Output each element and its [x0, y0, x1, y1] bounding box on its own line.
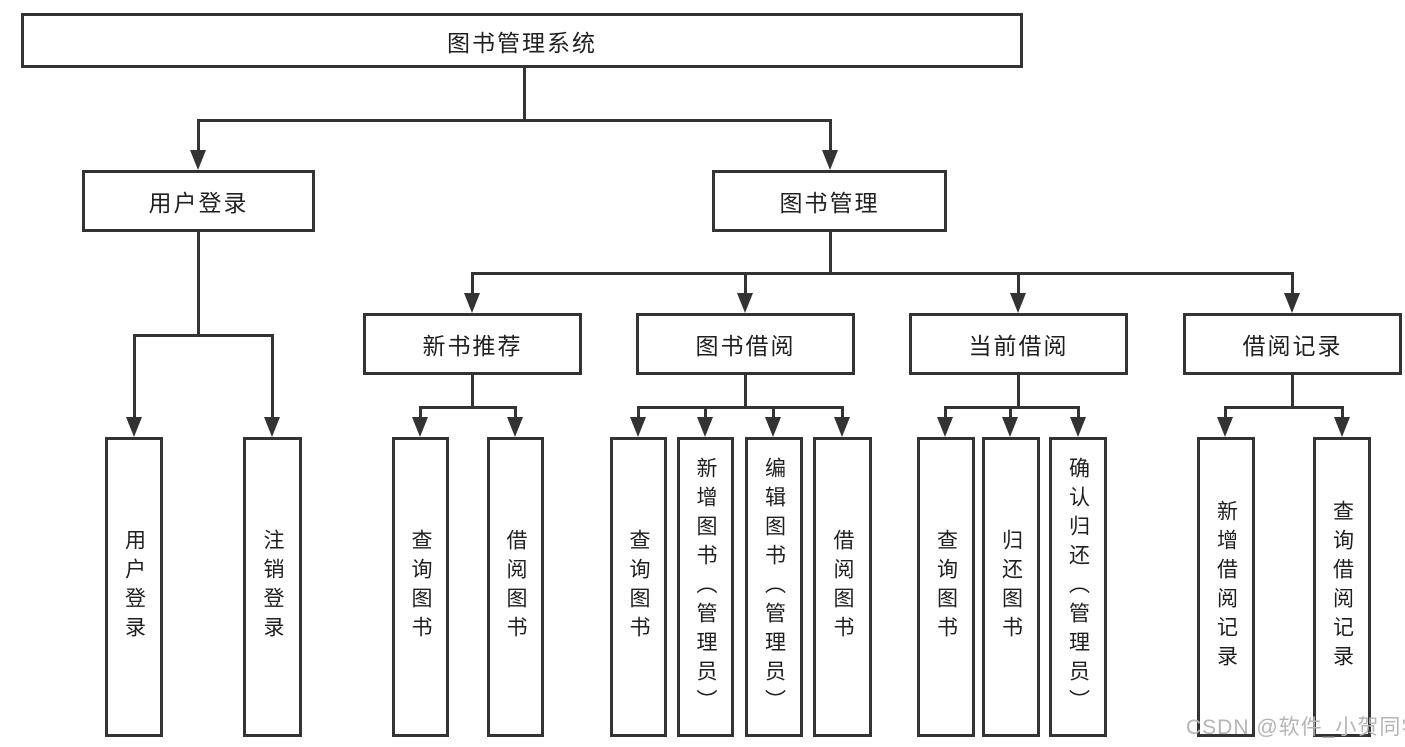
arrowhead-down-icon [765, 417, 781, 437]
connector-line-vertical [1291, 375, 1294, 407]
arrowhead-down-icon [1002, 417, 1018, 437]
connector-line-vertical [637, 407, 640, 421]
arrowhead-down-icon [1334, 417, 1350, 437]
node-user-login: 用户登录 [82, 170, 315, 232]
node-borrowing-records: 借阅记录 [1183, 313, 1402, 375]
connector-line-vertical [744, 273, 747, 297]
connector-line-vertical [419, 407, 422, 421]
leaf-add-book-admin: 新增图书（管理员） [677, 437, 734, 737]
connector-line-vertical [744, 375, 747, 407]
connector-line-vertical [1291, 273, 1294, 297]
leaf-query-books-current: 查询图书 [917, 437, 975, 737]
csdn-watermark: CSDN @软件_小贺同学 [1186, 716, 1405, 739]
node-current-borrowing: 当前借阅 [909, 313, 1128, 375]
connector-line-vertical [944, 407, 947, 421]
connector-line-vertical [1009, 407, 1012, 421]
connector-line-horizontal [637, 406, 844, 409]
node-new-book-recommend: 新书推荐 [363, 313, 582, 375]
connector-line-vertical [841, 407, 844, 421]
arrowhead-down-icon [126, 417, 142, 437]
node-book-management: 图书管理 [712, 170, 947, 232]
connector-line-horizontal [133, 334, 274, 337]
leaf-return-books: 归还图书 [982, 437, 1040, 737]
connector-line-vertical [1224, 407, 1227, 421]
connector-line-vertical [471, 273, 474, 297]
leaf-edit-book-admin: 编辑图书（管理员） [745, 437, 803, 737]
connector-line-vertical [271, 335, 274, 421]
connector-line-vertical [704, 407, 707, 421]
arrowhead-down-icon [190, 150, 206, 170]
arrowhead-down-icon [1010, 293, 1026, 313]
arrowhead-down-icon [1070, 417, 1086, 437]
connector-line-horizontal [471, 272, 1294, 275]
connector-line-vertical [829, 232, 832, 273]
arrowhead-down-icon [412, 417, 428, 437]
leaf-query-books-recommend: 查询图书 [392, 437, 449, 737]
arrowhead-down-icon [737, 293, 753, 313]
node-book-borrowing: 图书借阅 [636, 313, 855, 375]
connector-line-vertical [197, 232, 200, 335]
arrowhead-down-icon [1284, 293, 1300, 313]
arrowhead-down-icon [697, 417, 713, 437]
connector-line-horizontal [197, 119, 832, 122]
connector-line-vertical [1341, 407, 1344, 421]
connector-line-horizontal [944, 406, 1080, 409]
arrowhead-down-icon [822, 150, 838, 170]
arrowhead-down-icon [630, 417, 646, 437]
leaf-add-borrow-record: 新增借阅记录 [1197, 437, 1255, 737]
leaf-logout: 注销登录 [243, 437, 302, 737]
node-root-library-system: 图书管理系统 [21, 13, 1023, 68]
leaf-confirm-return-admin: 确认归还（管理员） [1049, 437, 1107, 737]
arrowhead-down-icon [834, 417, 850, 437]
leaf-user-login: 用户登录 [105, 437, 163, 737]
connector-line-horizontal [1224, 406, 1344, 409]
leaf-borrow-books-recommend: 借阅图书 [487, 437, 544, 737]
connector-line-horizontal [419, 406, 517, 409]
connector-line-vertical [772, 407, 775, 421]
connector-line-vertical [197, 120, 200, 154]
arrowhead-down-icon [464, 293, 480, 313]
connector-line-vertical [1017, 375, 1020, 407]
leaf-query-borrow-record: 查询借阅记录 [1313, 437, 1371, 737]
arrowhead-down-icon [937, 417, 953, 437]
connector-line-vertical [133, 335, 136, 421]
connector-line-vertical [1077, 407, 1080, 421]
connector-line-vertical [523, 68, 526, 120]
leaf-query-books-borrowing: 查询图书 [610, 437, 667, 737]
arrowhead-down-icon [1217, 417, 1233, 437]
connector-line-vertical [829, 120, 832, 154]
arrowhead-down-icon [507, 417, 523, 437]
connector-line-vertical [1017, 273, 1020, 297]
arrowhead-down-icon [264, 417, 280, 437]
connector-line-vertical [514, 407, 517, 421]
connector-line-vertical [471, 375, 474, 407]
leaf-borrow-books: 借阅图书 [813, 437, 872, 737]
